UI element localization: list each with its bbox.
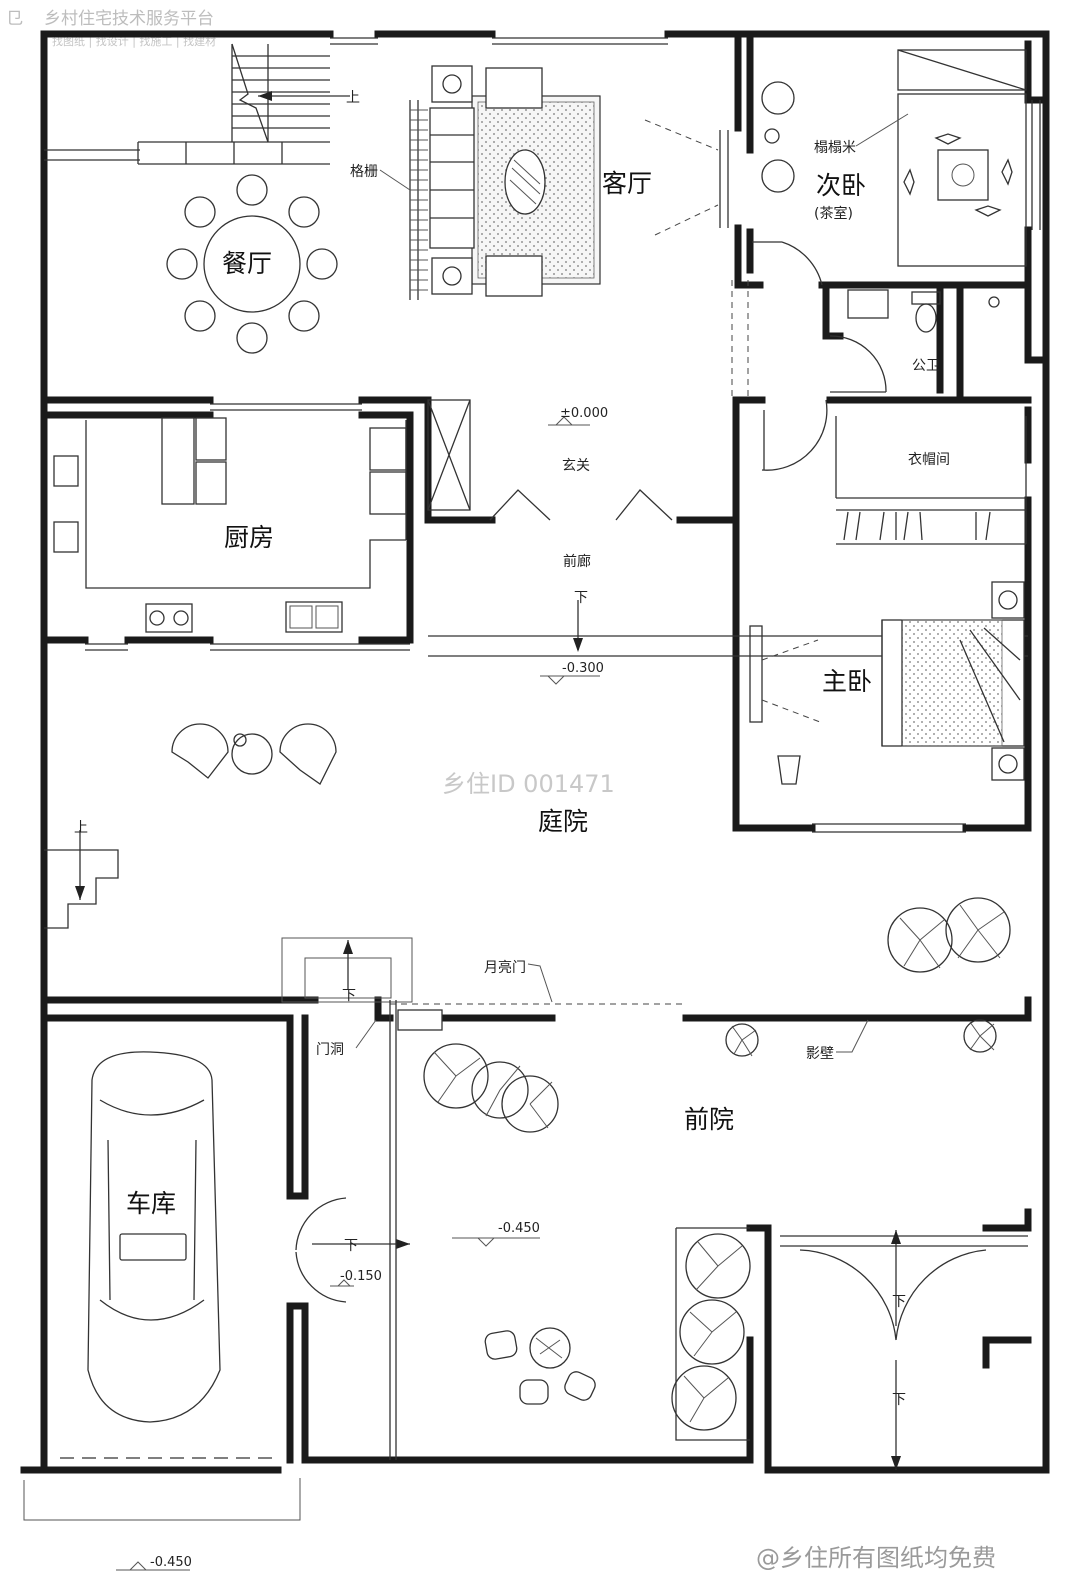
- walls: [20, 30, 1050, 1474]
- platform-title: 乡村住宅技术服务平台: [44, 9, 214, 29]
- master-bed: [749, 581, 1025, 785]
- level-front-yard: -0.450: [498, 1221, 540, 1236]
- room-kitchen: 厨房: [224, 523, 274, 552]
- room-second-bedroom: 次卧: [816, 171, 866, 200]
- room-cloakroom: 衣帽间: [908, 452, 950, 468]
- garage-door-down-label: 下: [344, 1238, 358, 1254]
- room-master-bedroom: 主卧: [822, 667, 872, 696]
- windows: [85, 37, 1041, 833]
- room-front-corridor: 前廊: [563, 553, 591, 570]
- cloakroom-rack: [835, 416, 1027, 545]
- gate-down-label: 下: [342, 988, 356, 1004]
- front-yard-trees: [423, 1019, 997, 1441]
- label-door-opening: 门洞: [316, 1042, 344, 1058]
- room-foyer: 玄关: [562, 457, 590, 474]
- level-foyer: ±0.000: [560, 406, 608, 421]
- living-furniture: [409, 65, 729, 300]
- watermark-id: 乡住ID 001471: [442, 770, 615, 798]
- label-screen-wall: 影壁: [806, 1046, 834, 1062]
- stair-up-label: 上: [346, 90, 360, 106]
- label-moon-gate: 月亮门: [484, 959, 526, 976]
- corridor-down-label: 下: [574, 590, 588, 606]
- logo-glyph-icon: ⺋: [6, 9, 23, 29]
- courtyard-seating: [171, 723, 337, 785]
- room-front-yard: 前院: [684, 1105, 734, 1134]
- garage-door: [295, 1000, 410, 1460]
- level-garage-door: -0.150: [340, 1269, 382, 1284]
- room-public-wc: 公卫: [912, 358, 940, 374]
- car-icon: [23, 1051, 301, 1521]
- tree-icon: [887, 897, 1011, 973]
- room-courtyard: 庭院: [538, 807, 588, 836]
- platform-logo: ⺋: [6, 9, 23, 29]
- tea-room-furniture: [752, 49, 1027, 286]
- room-tea-room: (茶室): [814, 205, 853, 222]
- kitchen-fixtures: [53, 417, 407, 633]
- footer-note: @乡住所有图纸均免费: [756, 1544, 996, 1572]
- moon-gate: [281, 937, 686, 1031]
- courtyard-up-label: 上: [74, 820, 88, 836]
- level-corridor: -0.300: [562, 661, 604, 676]
- room-garage: 车库: [126, 1189, 176, 1218]
- gate-down-label-1: 下: [892, 1294, 906, 1310]
- room-dining: 餐厅: [222, 249, 272, 278]
- gate-down-label-2: 下: [892, 1392, 906, 1408]
- main-gate: [780, 1230, 1028, 1470]
- stair-upper: 上: [44, 43, 360, 165]
- dining-table: [166, 174, 338, 354]
- front-yard-seating: [484, 1327, 596, 1405]
- wc-fixtures: [829, 289, 1000, 393]
- stair-courtyard: [44, 830, 119, 929]
- label-tatami: 榻榻米: [814, 140, 856, 156]
- room-living: 客厅: [602, 169, 652, 198]
- level-exterior: -0.450: [150, 1555, 192, 1570]
- label-lattice: 格栅: [350, 164, 378, 180]
